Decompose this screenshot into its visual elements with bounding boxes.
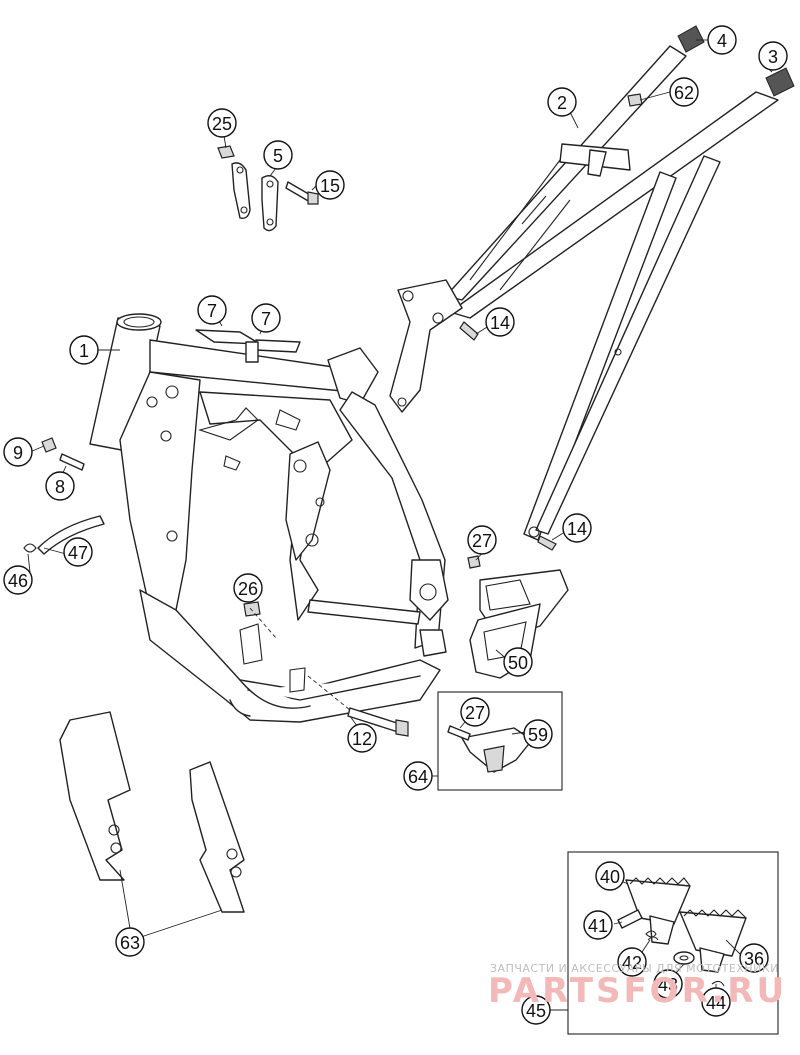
callout-label: 43 — [658, 975, 678, 995]
callout-7a: 7 — [197, 295, 227, 325]
callout-12: 12 — [347, 723, 377, 753]
callout-label: 9 — [13, 443, 23, 463]
callout-64: 64 — [403, 761, 433, 791]
callout-44: 44 — [701, 987, 731, 1017]
callout-label: 4 — [717, 31, 727, 51]
callout-label: 8 — [55, 477, 65, 497]
callout-label: 14 — [567, 519, 587, 539]
callout-25: 25 — [207, 108, 237, 138]
callout-45: 45 — [521, 995, 551, 1025]
callout-46: 46 — [3, 565, 33, 595]
callout-label: 42 — [622, 953, 642, 973]
callout-label: 5 — [273, 146, 283, 166]
callout-50: 50 — [503, 647, 533, 677]
callout-label: 59 — [528, 725, 548, 745]
callout-label: 46 — [8, 571, 28, 591]
callout-label: 1 — [79, 341, 89, 361]
callout-14a: 14 — [485, 307, 515, 337]
callout-label: 45 — [526, 1001, 546, 1021]
callout-label: 40 — [600, 867, 620, 887]
callout-9: 9 — [3, 437, 33, 467]
left-small-parts — [23, 321, 557, 737]
callout-26: 26 — [233, 573, 263, 603]
callout-label: 12 — [352, 729, 372, 749]
callout-label: 64 — [408, 767, 428, 787]
callout-label: 63 — [120, 933, 140, 953]
watermark-tagline: ЗАПЧАСТИ И АКСЕССУАРЫ ДЛЯ МОТОТЕХНИКИ — [490, 962, 779, 975]
frame-protectors — [59, 711, 245, 913]
shim-plates — [217, 145, 319, 232]
callout-label: 47 — [68, 543, 88, 563]
main-frame — [89, 313, 449, 723]
callout-14b: 14 — [562, 513, 592, 543]
callout-2: 2 — [547, 87, 577, 117]
inset-box-45 — [567, 851, 779, 1035]
callout-label: 26 — [238, 579, 258, 599]
callout-42: 42 — [617, 947, 647, 977]
callout-8: 8 — [45, 471, 75, 501]
callout-label: 62 — [674, 83, 694, 103]
subframe — [389, 25, 795, 541]
callout-label: 14 — [490, 313, 510, 333]
callout-label: 41 — [588, 916, 608, 936]
callout-label: 27 — [465, 703, 485, 723]
callout-label: 25 — [212, 114, 232, 134]
callout-label: 7 — [207, 301, 217, 321]
callout-43: 43 — [653, 969, 683, 999]
callout-40: 40 — [595, 861, 625, 891]
inset-box-64 — [437, 691, 563, 791]
callout-label: 15 — [320, 176, 340, 196]
callout-36: 36 — [739, 943, 769, 973]
callout-63: 63 — [115, 927, 145, 957]
callout-4: 4 — [707, 25, 737, 55]
callout-3: 3 — [758, 41, 788, 71]
callout-27b: 27 — [460, 697, 490, 727]
callout-label: 27 — [472, 531, 492, 551]
frame-decal-7 — [195, 329, 301, 363]
callout-label: 3 — [768, 47, 778, 67]
callout-label: 2 — [557, 93, 567, 113]
callout-1: 1 — [69, 335, 99, 365]
callout-15: 15 — [315, 170, 345, 200]
callout-label: 44 — [706, 993, 726, 1013]
watermark-brand: PARTSFOR.RU — [488, 971, 787, 1011]
callout-27a: 27 — [467, 525, 497, 555]
callout-41: 41 — [583, 910, 613, 940]
callout-59: 59 — [523, 719, 553, 749]
callout-label: 7 — [261, 309, 271, 329]
watermark: ЗАПЧАСТИ И АКСЕССУАРЫ ДЛЯ МОТОТЕХНИКИ PA… — [488, 962, 787, 1011]
callout-7b: 7 — [251, 303, 281, 333]
callout-5: 5 — [263, 140, 293, 170]
callout-47: 47 — [63, 537, 93, 567]
callout-62: 62 — [669, 77, 699, 107]
callout-label: 50 — [508, 653, 528, 673]
callout-label: 36 — [744, 949, 764, 969]
